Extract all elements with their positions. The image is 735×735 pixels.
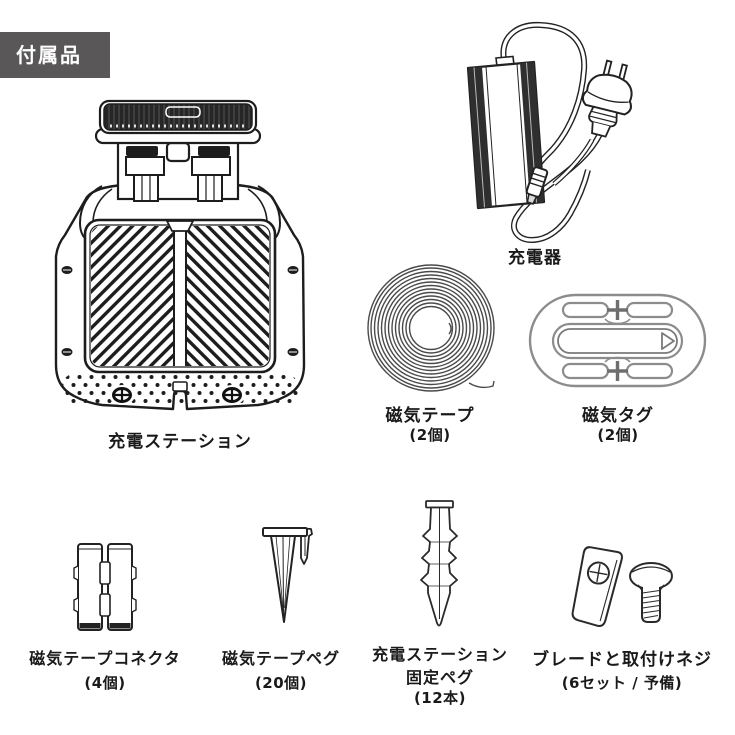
charger-icon — [466, 21, 633, 243]
tape-connector-count: (4個) — [84, 674, 126, 692]
accessories-badge-label: 付属品 — [16, 43, 82, 67]
blade-screw-label: ブレードと取付けネジ — [532, 650, 712, 670]
magnetic-tape-label: 磁気テープ — [385, 406, 475, 426]
tape-peg-illustration — [255, 520, 325, 635]
tape-peg-label: 磁気テープペグ — [221, 649, 341, 668]
charging-station-label: 充電ステーション — [108, 432, 252, 452]
magnetic-tag-label: 磁気タグ — [582, 406, 654, 426]
magnetic-tag-illustration — [525, 288, 710, 393]
blade-screw-icon — [571, 546, 673, 628]
blade-screw-illustration — [555, 530, 715, 640]
magnetic-tag-icon — [528, 293, 707, 388]
station-peg-illustration — [405, 495, 475, 635]
tape-peg-icon — [262, 527, 313, 623]
charger-label: 充電器 — [508, 248, 562, 268]
charger-illustration — [440, 18, 650, 243]
magnetic-tape-count: (2個) — [409, 426, 451, 444]
station-peg-label2: 固定ペグ — [405, 668, 474, 687]
station-peg-count: (12本) — [413, 689, 467, 707]
tape-connector-icon — [73, 543, 137, 631]
magnetic-tape-illustration — [364, 262, 499, 395]
station-peg-label: 充電ステーション — [372, 645, 508, 664]
magnetic-tag-count: (2個) — [597, 426, 639, 444]
charging-station-icon — [54, 99, 306, 411]
accessories-badge: 付属品 — [0, 32, 110, 78]
tape-peg-count: (20個) — [254, 674, 308, 692]
charging-station-illustration — [40, 85, 320, 435]
tape-connector-label: 磁気テープコネクタ — [29, 649, 181, 668]
magnetic-tape-icon — [367, 264, 495, 392]
blade-screw-count: (6セット / 予備) — [561, 674, 683, 692]
tape-connector-illustration — [70, 538, 140, 638]
station-peg-icon — [420, 500, 458, 627]
